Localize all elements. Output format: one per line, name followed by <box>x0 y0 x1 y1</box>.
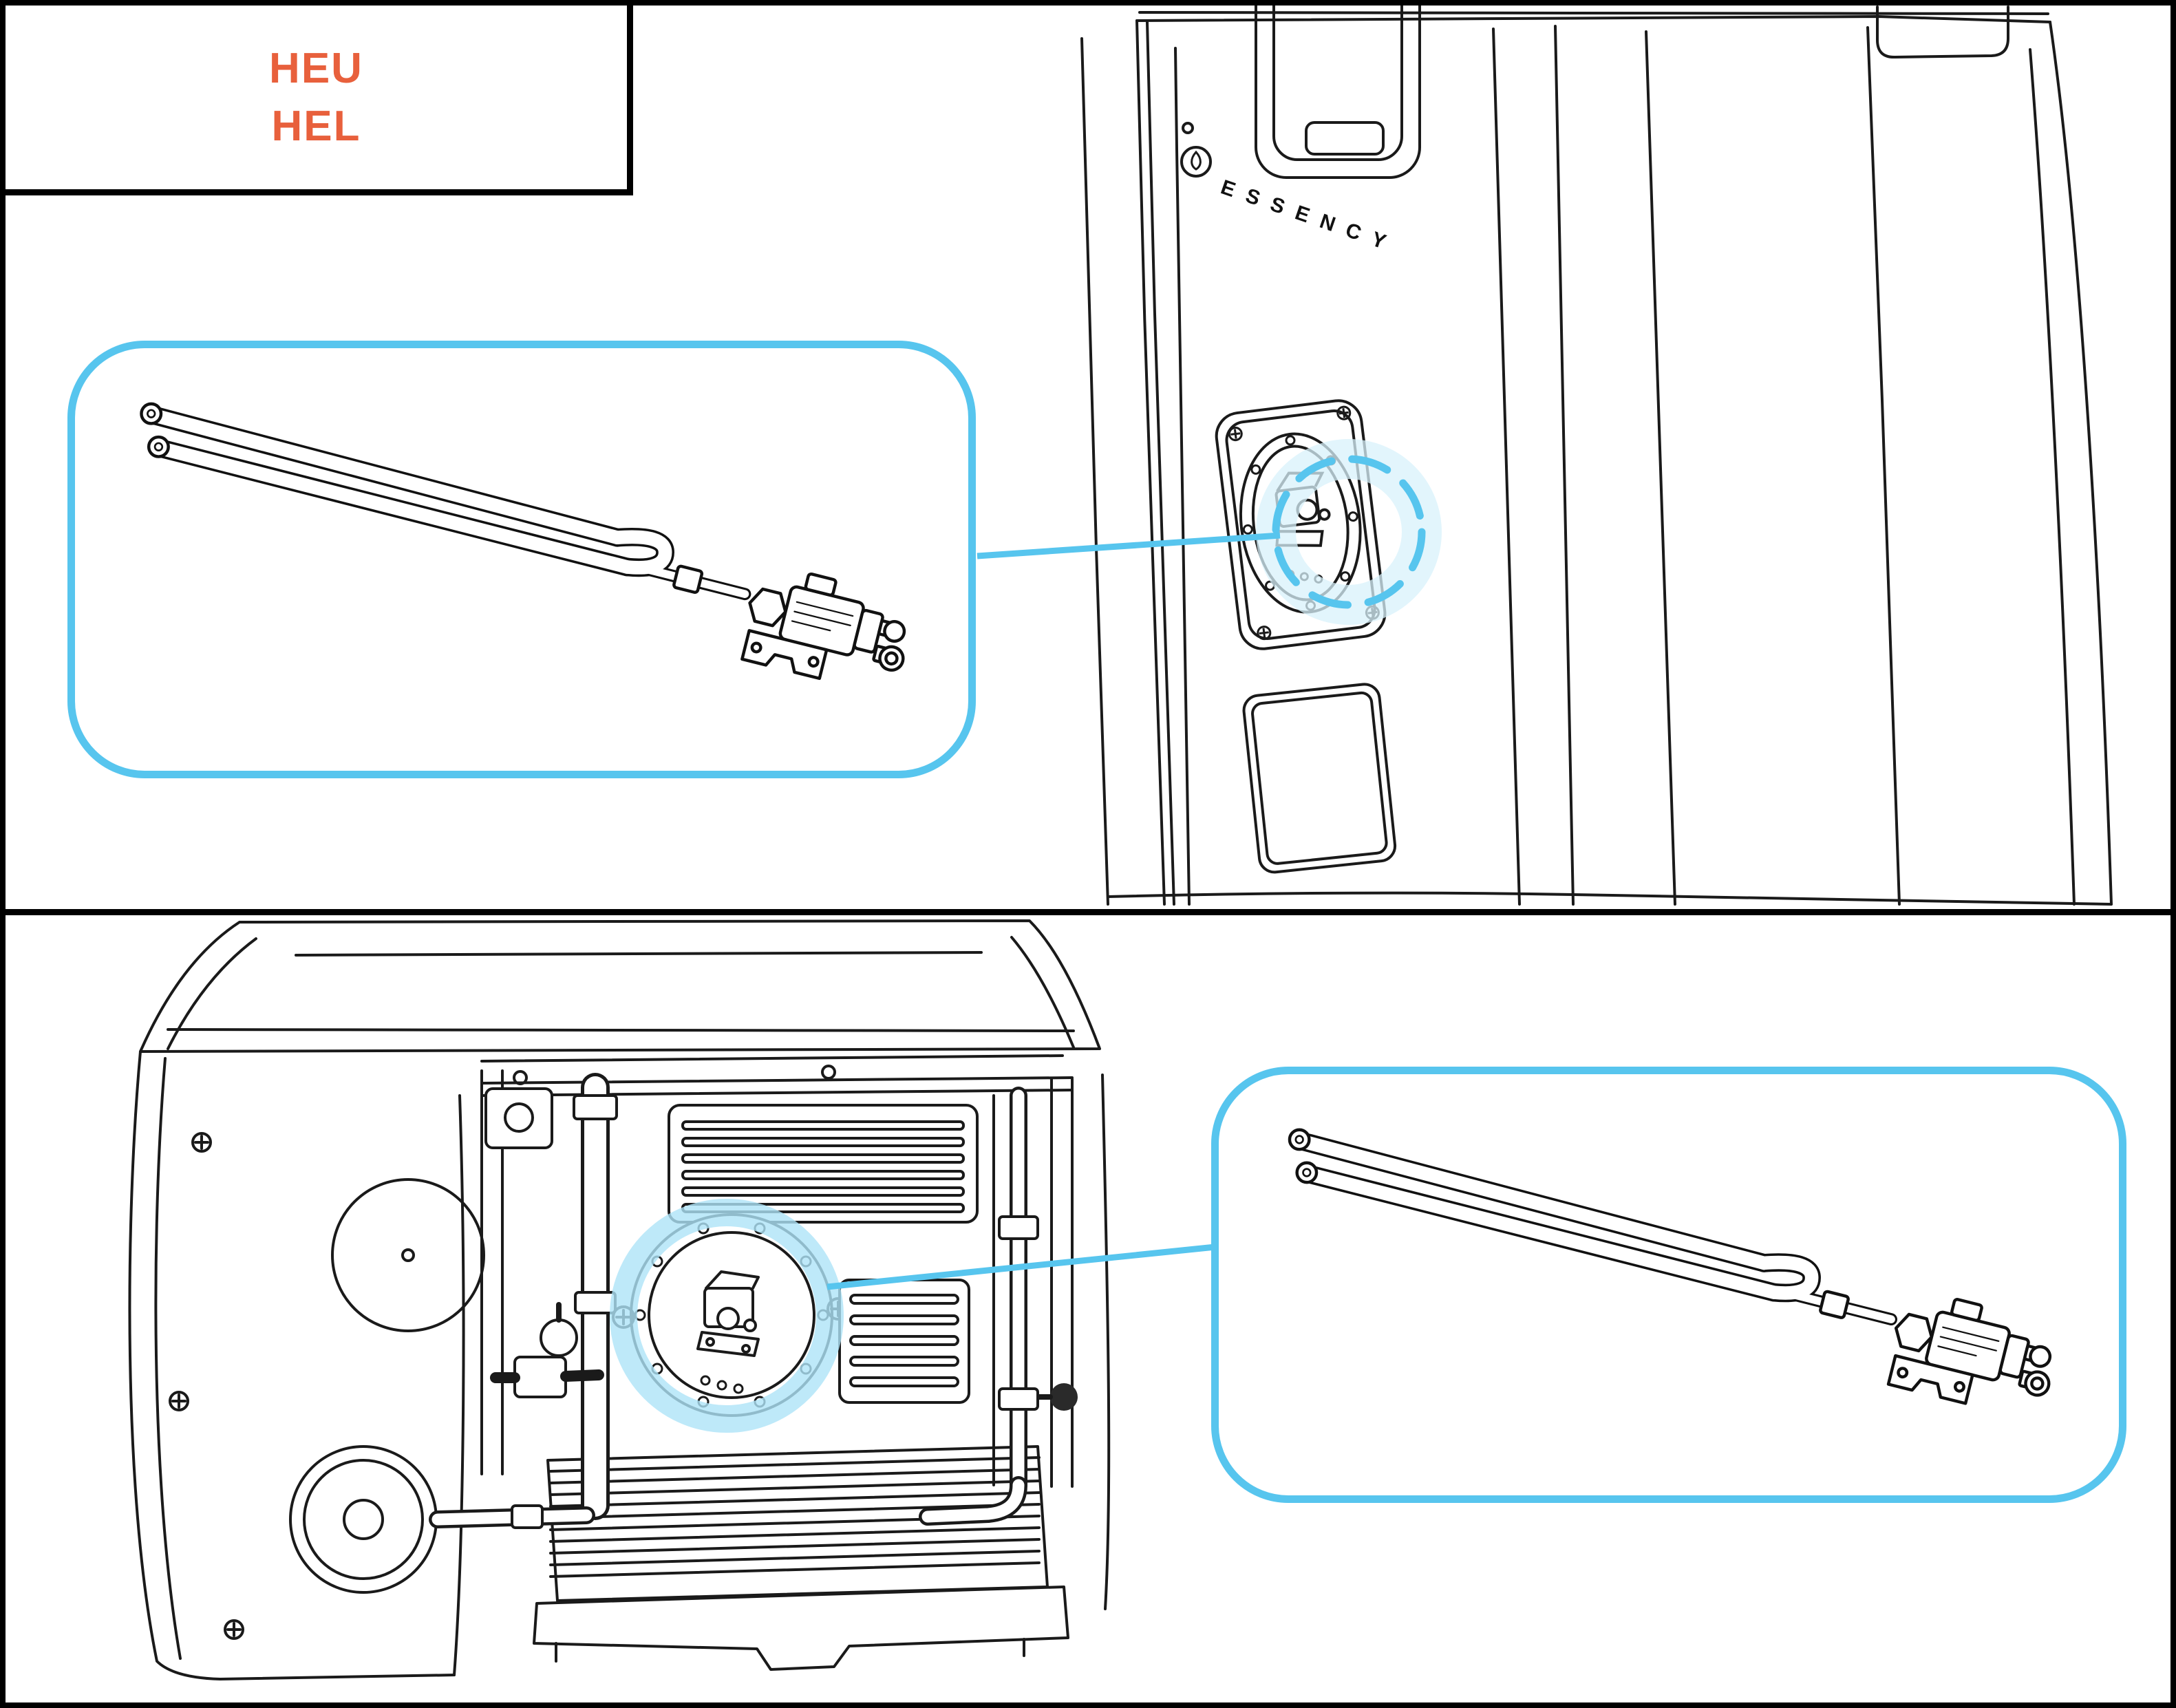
callout-heating-element-top <box>67 341 976 778</box>
essency-logo: ESSENCY <box>1180 146 1400 257</box>
tank-shell <box>128 1050 485 1680</box>
top-right-recess <box>1876 6 2009 59</box>
model-code-hel: HEL <box>271 102 361 150</box>
heating-element-illustration <box>1246 1096 2092 1475</box>
model-label-box: HEU HEL <box>6 6 633 195</box>
piping <box>429 1073 1078 1529</box>
installed-element-head <box>1274 471 1331 547</box>
junction-box <box>484 1087 553 1149</box>
machine-bottom-illustration <box>128 919 1111 1680</box>
evaporator-coil <box>668 1104 979 1224</box>
motorized-valve <box>490 1302 604 1398</box>
callout-heating-element-bottom <box>1211 1067 2126 1503</box>
tank-underside-rim <box>139 919 1101 1053</box>
water-heater-front-illustration: ESSENCY <box>1080 6 2113 906</box>
element-flange-port <box>612 1213 850 1417</box>
circulation-pump <box>289 1445 438 1594</box>
louver-panel <box>838 1279 970 1404</box>
service-opening <box>1215 399 1387 650</box>
base-tray <box>533 1586 1069 1671</box>
valve-knob <box>1050 1383 1078 1411</box>
status-led <box>1182 122 1194 134</box>
indicator-dots <box>1286 569 1323 584</box>
logo-drop-icon-inner <box>1191 150 1202 171</box>
panel-divider <box>6 909 2170 915</box>
rating-label <box>1242 683 1397 874</box>
heating-element-illustration <box>102 370 941 750</box>
heater-body-outline <box>1080 11 2113 906</box>
model-code-heu: HEU <box>269 45 363 92</box>
brand-name: ESSENCY <box>1218 175 1400 257</box>
top-handle-recess <box>1255 6 1421 179</box>
logo-drop-icon <box>1180 146 1212 178</box>
